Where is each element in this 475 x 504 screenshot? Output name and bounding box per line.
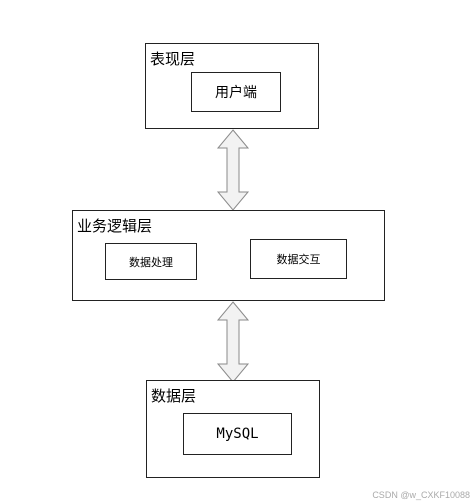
business-logic-layer-title: 业务逻辑层: [77, 217, 153, 235]
client-module: 用户端: [191, 72, 281, 112]
data-interaction-label: 数据交互: [276, 253, 321, 266]
double-arrow-icon: [216, 301, 250, 383]
mysql-module: MySQL: [183, 413, 292, 455]
data-interaction-module: 数据交互: [250, 239, 347, 279]
business-logic-layer: 业务逻辑层 数据处理 数据交互: [72, 210, 385, 301]
data-processing-module: 数据处理: [105, 243, 197, 280]
arrow-shape: [216, 129, 250, 211]
arrow-shape: [216, 301, 250, 383]
data-layer: 数据层 MySQL: [146, 380, 320, 478]
watermark: CSDN @w_CXKF10088: [372, 490, 470, 500]
double-arrow-icon: [216, 129, 250, 211]
data-layer-title: 数据层: [151, 387, 197, 405]
presentation-layer: 表现层 用户端: [145, 43, 319, 129]
data-processing-label: 数据处理: [129, 255, 173, 269]
presentation-layer-title: 表现层: [150, 50, 196, 68]
client-module-label: 用户端: [215, 85, 257, 101]
mysql-label: MySQL: [216, 426, 259, 442]
